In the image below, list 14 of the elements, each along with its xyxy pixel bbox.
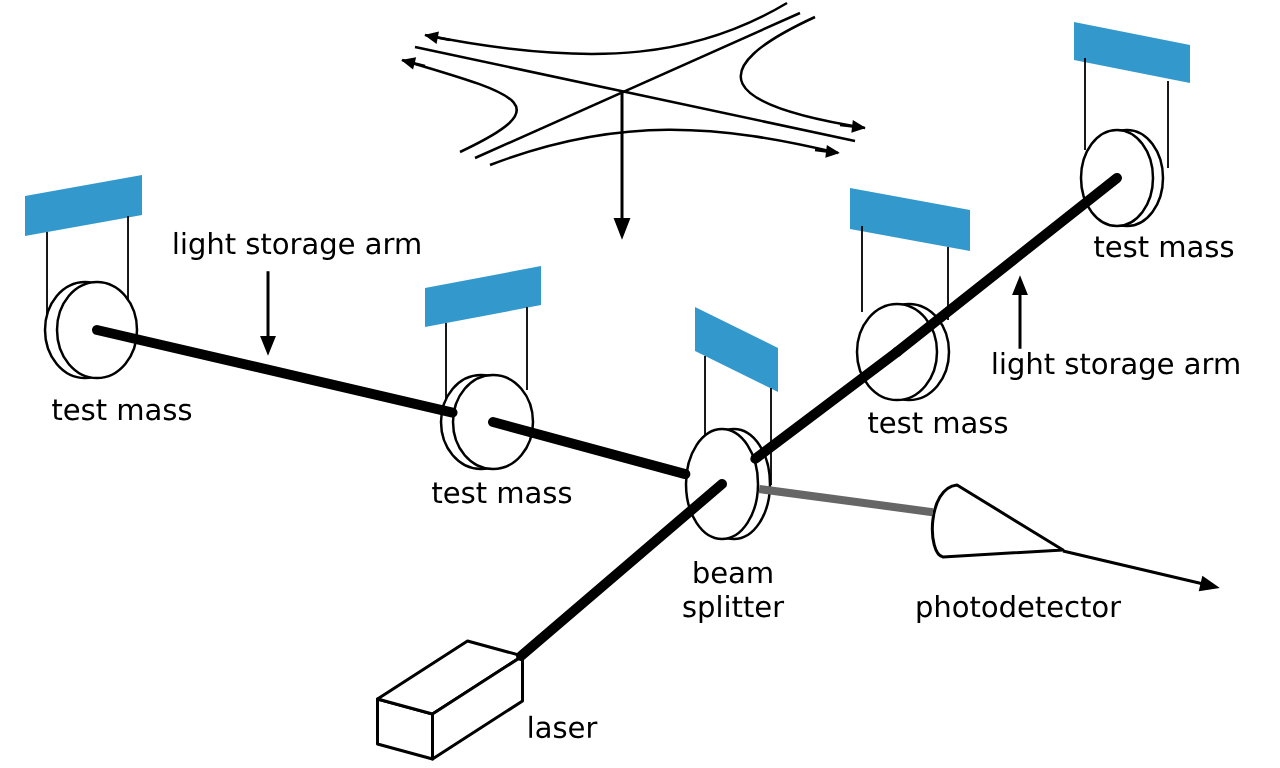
mirror-label: test mass xyxy=(52,399,192,421)
mirror-label: beam splitter xyxy=(683,560,785,624)
laser-beam xyxy=(488,417,691,480)
text-label: light storage arm xyxy=(993,351,1239,381)
laser-label: laser xyxy=(529,715,598,739)
photodetector-label: photodetector xyxy=(917,594,1122,624)
text-label: light storage arm xyxy=(174,231,420,261)
mirror-label: test mass xyxy=(1094,236,1234,258)
laser-beam xyxy=(892,173,1122,357)
mirror-label: test mass xyxy=(432,482,572,504)
laser-beam xyxy=(516,479,727,661)
mirror-label: test mass xyxy=(868,412,1008,434)
laser-beam xyxy=(92,325,458,418)
laser-beam xyxy=(758,485,934,517)
